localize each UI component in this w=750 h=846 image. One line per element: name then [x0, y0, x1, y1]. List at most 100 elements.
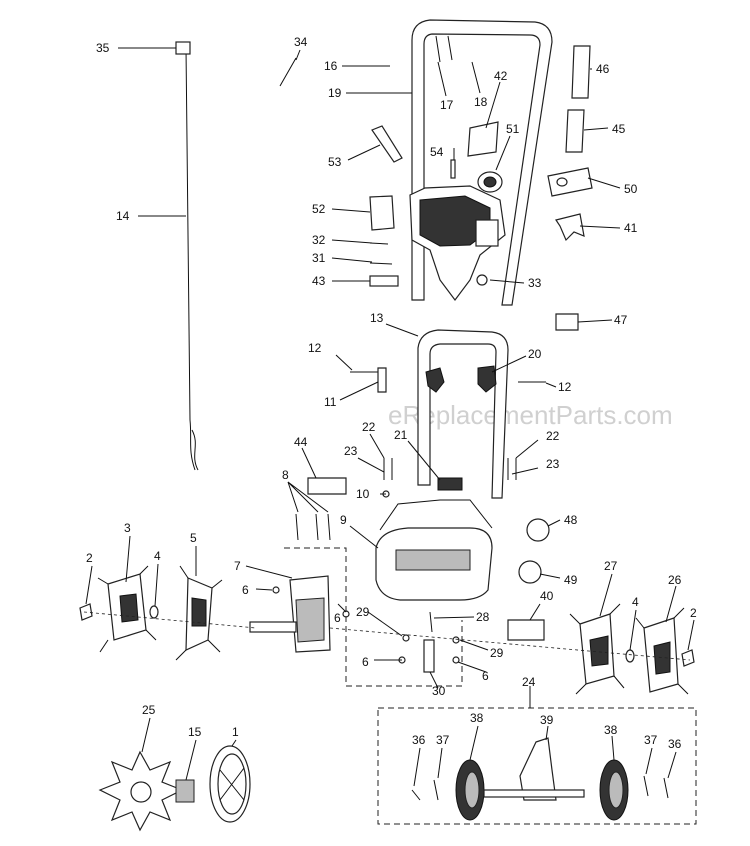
callout-43: 43: [312, 274, 326, 288]
callout-27: 27: [604, 559, 618, 573]
callout-47: 47: [614, 313, 628, 327]
callout-3: 3: [124, 521, 131, 535]
callout-labels: 35 34 16 19 17 18 42 51 54 53 46 45 50 4…: [86, 35, 697, 751]
callout-39: 39: [540, 713, 554, 727]
callout-38-left: 38: [470, 711, 484, 725]
shield-pad: [307, 477, 347, 495]
callout-12-right: 12: [558, 380, 572, 394]
shaft-30: [423, 639, 435, 673]
tine-left-inner: [175, 565, 223, 661]
callout-23-left: 23: [344, 444, 358, 458]
tine-right-outer: [635, 607, 689, 695]
throttle-bracket: [547, 167, 593, 197]
callout-6-b: 6: [334, 611, 341, 625]
callout-52: 52: [312, 202, 326, 216]
grip-lower: [565, 109, 585, 153]
callout-6-a: 6: [242, 583, 249, 597]
callout-37-right: 37: [644, 733, 658, 747]
callout-37-left: 37: [436, 733, 450, 747]
callout-18: 18: [474, 95, 488, 109]
callout-33: 33: [528, 276, 542, 290]
callout-26: 26: [668, 573, 682, 587]
callout-2-right: 2: [690, 606, 697, 620]
callout-28: 28: [476, 610, 490, 624]
callout-36-left: 36: [412, 733, 426, 747]
engine-assembly: [371, 125, 506, 301]
transmission: [249, 575, 331, 653]
leader-lines: [85, 47, 695, 787]
callout-14: 14: [116, 209, 130, 223]
callout-23-right: 23: [546, 457, 560, 471]
tine-frame: [375, 499, 493, 601]
callout-54: 54: [430, 145, 444, 159]
callout-30: 30: [432, 684, 446, 698]
callout-8: 8: [282, 468, 289, 482]
wheel-right: [599, 759, 629, 821]
callout-17: 17: [440, 98, 454, 112]
callout-20: 20: [528, 347, 542, 361]
callout-12-left: 12: [308, 341, 322, 355]
callout-16: 16: [324, 59, 338, 73]
callout-22-left: 22: [362, 420, 376, 434]
callout-13: 13: [370, 311, 384, 325]
callout-53: 53: [328, 155, 342, 169]
tine-left-outer: [97, 565, 157, 653]
callout-45: 45: [612, 122, 626, 136]
label-plate: [467, 121, 499, 157]
callout-2-left: 2: [86, 551, 93, 565]
spacer-plate: [369, 275, 399, 287]
tine-star: [98, 750, 184, 832]
callout-34: 34: [294, 35, 308, 49]
washers: [272, 490, 460, 664]
cable-rod: [175, 41, 199, 471]
callout-48: 48: [564, 513, 578, 527]
tine-right-inner: [569, 603, 625, 695]
callout-9: 9: [340, 513, 347, 527]
callout-5: 5: [190, 531, 197, 545]
spacer: [175, 779, 195, 803]
callout-15: 15: [188, 725, 202, 739]
callout-24: 24: [522, 675, 536, 689]
ball-49: [518, 560, 542, 584]
callout-7: 7: [234, 559, 241, 573]
callout-40: 40: [540, 589, 554, 603]
callout-22-right: 22: [546, 429, 560, 443]
axle-bracket: [483, 737, 585, 801]
callout-25: 25: [142, 703, 156, 717]
callout-32: 32: [312, 233, 326, 247]
callout-44: 44: [294, 435, 308, 449]
callout-31: 31: [312, 251, 326, 265]
callout-29-right: 29: [490, 646, 504, 660]
callout-6-d: 6: [482, 669, 489, 683]
wheel-kit-box: [377, 707, 697, 825]
side-pad: [507, 619, 545, 641]
upper-handle: [411, 19, 553, 306]
callout-21: 21: [394, 428, 408, 442]
callout-50: 50: [624, 182, 638, 196]
grip-upper: [571, 45, 591, 99]
callout-11: 11: [324, 395, 337, 409]
wheel-solid: [209, 745, 251, 823]
callout-38-right: 38: [604, 723, 618, 737]
callout-19: 19: [328, 86, 342, 100]
callout-42: 42: [494, 69, 508, 83]
ball-48: [526, 518, 550, 542]
callout-10: 10: [356, 487, 370, 501]
clip: [555, 213, 585, 242]
callout-46: 46: [596, 62, 610, 76]
callout-29-left: 29: [356, 605, 370, 619]
watermark: eReplacementParts.com: [388, 400, 673, 430]
foam-pad: [369, 195, 395, 231]
callout-35: 35: [96, 41, 110, 55]
callout-51: 51: [506, 122, 520, 136]
wheel-left: [455, 759, 485, 821]
callout-4-right: 4: [632, 595, 639, 609]
callout-6-c: 6: [362, 655, 369, 669]
callout-36-right: 36: [668, 737, 682, 751]
callout-4-left: 4: [154, 549, 161, 563]
callout-1: 1: [232, 725, 239, 739]
callout-41: 41: [624, 221, 638, 235]
bolts: [295, 458, 517, 541]
